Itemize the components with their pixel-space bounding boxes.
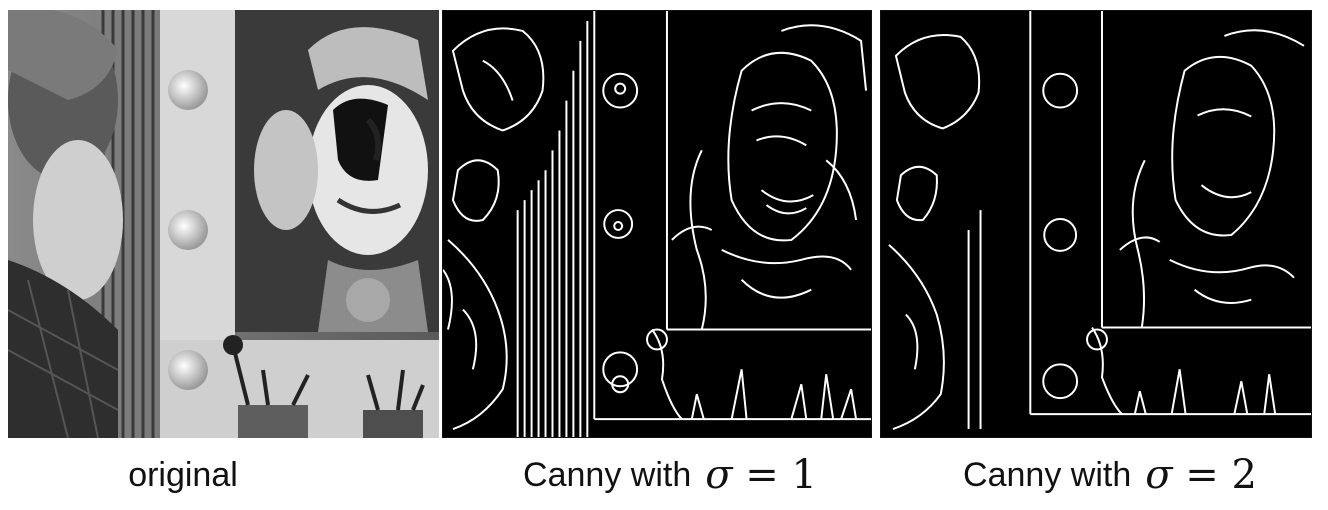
sigma-value: = 1 — [745, 452, 817, 498]
sigma-symbol: σ — [705, 452, 733, 498]
canny-sigma1-image — [442, 10, 872, 438]
caption-original: original — [8, 450, 358, 500]
caption-canny-sigma1-math: σ = 1 — [705, 452, 817, 498]
canny-sigma1-edges — [443, 11, 871, 437]
caption-canny-sigma2-text: Canny with — [963, 455, 1132, 494]
caption-canny-sigma1-text: Canny with — [523, 455, 692, 494]
caption-canny-sigma2-math: σ = 2 — [1145, 452, 1257, 498]
canny-sigma2-edges — [881, 11, 1311, 437]
caption-canny-sigma1: Canny with σ = 1 — [440, 450, 900, 500]
sigma-symbol: σ — [1145, 452, 1173, 498]
caption-original-text: original — [128, 455, 238, 494]
canny-sigma2-image — [880, 10, 1312, 438]
original-photo — [8, 10, 439, 438]
caption-canny-sigma2: Canny with σ = 2 — [880, 450, 1328, 500]
original-photo-art — [8, 10, 439, 438]
sigma-value: = 2 — [1185, 452, 1257, 498]
